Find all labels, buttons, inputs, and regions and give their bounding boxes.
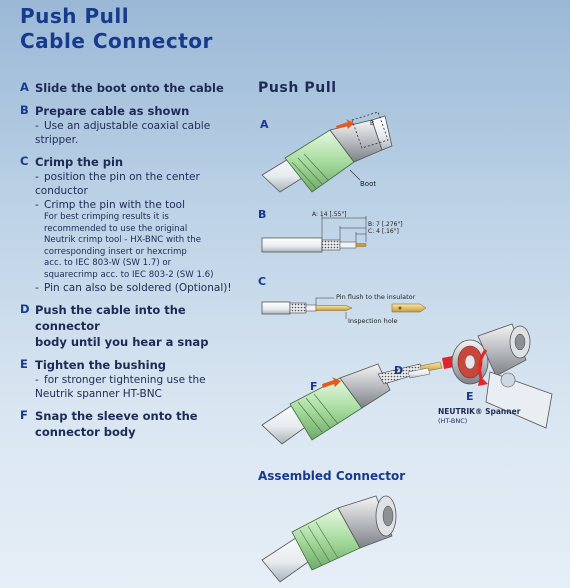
assembled-connector-title: Assembled Connector [258,469,406,483]
figure-a-label: A [260,118,269,131]
step-detail: stripper. [35,134,79,146]
steps-list: A Slide the boot onto the cable B Prepar… [20,80,248,447]
figure-c-label: C [258,275,267,288]
step-detail: Neutrik spanner HT-BNC [35,388,162,400]
figures-title: Push Pull [258,80,337,96]
step-heading: Snap the sleeve onto the [35,409,198,423]
dimension-a: A: 14 [.55"] [312,211,346,218]
step-letter: D [20,302,30,316]
figure-a-boot-on-cable: B Boot [261,111,393,193]
crimp-note: Neutrik crimp tool - HX-BNC with the [44,235,202,245]
figure-b-cable-strip: A: 14 [.55"] B: 7 [.276"] C: 4 [.16"] [261,211,403,253]
inspection-hole-label: Inspection hole [348,317,398,325]
figure-c-crimp-pin: Pin flush to the insulator Inspection ho… [261,293,427,325]
step-b: B Prepare cable as shown -Use an adjusta… [20,103,248,147]
crimp-note: corresponding insert or hexcrimp [44,246,187,257]
step-f-mark: F [310,380,318,393]
step-heading: Tighten the bushing [35,358,166,372]
step-e: E Tighten the bushing -for stronger tigh… [20,357,248,401]
step-detail: position the pin on the center [44,171,200,183]
step-detail: conductor [35,185,88,197]
spanner-label: NEUTRIK® Spanner [438,407,521,416]
crimp-note: squarecrimp acc. to IEC 803-2 (SW 1.6) [44,269,214,280]
step-detail: Use an adjustable coaxial cable [44,120,211,132]
crimp-note: recommended to use the original [44,223,188,234]
step-letter: A [20,80,29,94]
spanner-sublabel: (HT-BNC) [438,417,467,425]
step-heading: Prepare cable as shown [35,104,190,118]
crimp-note: For best crimping results it is [44,212,169,222]
title-line-1: Push Pull [20,4,130,28]
crimp-note: acc. to IEC 803-W (SW 1.7) or [44,258,172,268]
step-c: C Crimp the pin -position the pin on the… [20,154,248,295]
step-heading: Push the cable into the connector [35,303,186,333]
step-heading: Crimp the pin [35,155,124,169]
step-letter: B [20,103,29,117]
boot-label: Boot [360,180,376,188]
assembled-connector-drawing [261,495,397,583]
step-d-mark: D [394,364,403,377]
step-letter: E [20,357,28,371]
step-heading: Slide the boot onto the cable [35,81,224,95]
title-line-2: Cable Connector [20,29,213,53]
step-detail: Pin can also be soldered (Optional)! [44,282,232,294]
step-heading: body until you hear a snap [35,335,209,349]
step-detail: Crimp the pin with the tool [44,199,186,211]
step-a: A Slide the boot onto the cable [20,80,248,96]
step-f: F Snap the sleeve onto the connector bod… [20,408,248,440]
figure-def-assembly: D E F NEUTRIK® Spanner (HT-BNC) [261,323,553,445]
step-letter: F [20,408,28,422]
pin-flush-label: Pin flush to the insulator [336,293,416,301]
figure-b-label: B [258,208,267,221]
dimension-b: B: 7 [.276"] [368,221,403,228]
figure-a-b-mark: B [370,120,374,127]
step-e-mark: E [466,390,474,403]
step-detail: for stronger tightening use the [44,374,206,386]
step-letter: C [20,154,29,168]
step-d: D Push the cable into the connector body… [20,302,248,350]
step-heading: connector body [35,425,136,439]
page-title: Push Pull Cable Connector [20,4,213,54]
dimension-c: C: 4 [.16"] [368,228,399,235]
